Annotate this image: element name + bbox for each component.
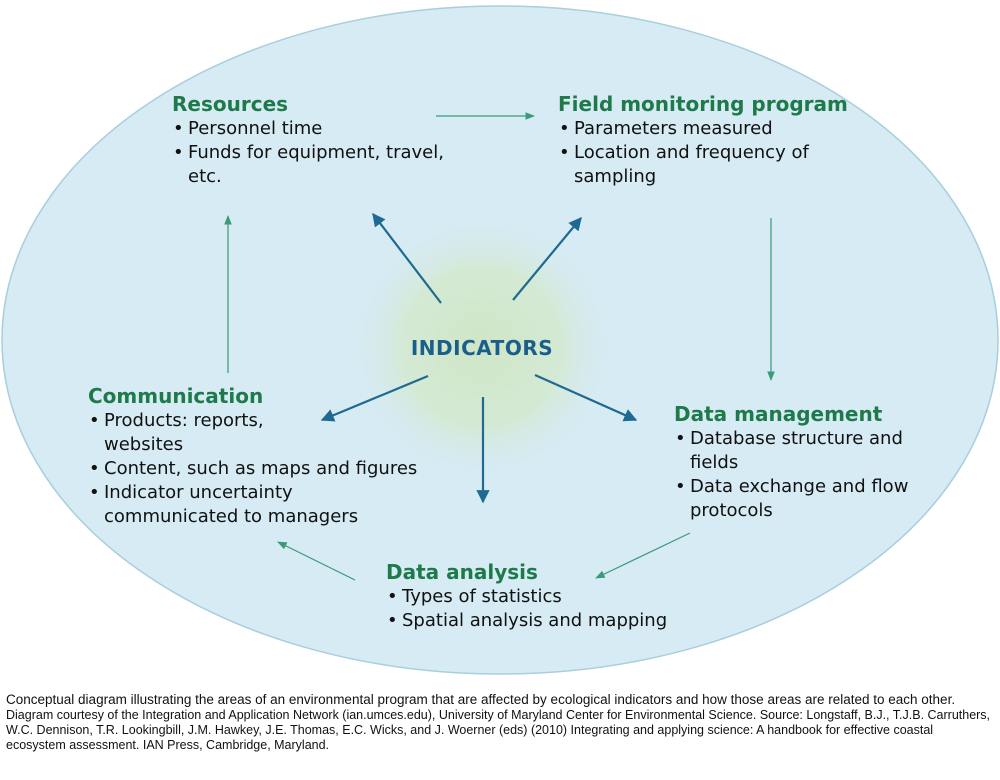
node-communication: Communication Products: reports, website… bbox=[88, 384, 417, 529]
node-resources: Resources Personnel time Funds for equip… bbox=[172, 92, 444, 189]
node-item: Types of statistics bbox=[386, 585, 667, 609]
node-title: Field monitoring program bbox=[558, 92, 848, 116]
indicators-label: INDICATORS bbox=[410, 336, 554, 360]
indicator-arrow-to-resources bbox=[372, 212, 442, 304]
node-item: Spatial analysis and mapping bbox=[386, 609, 667, 633]
node-item: Products: reports, bbox=[88, 409, 417, 433]
node-field-monitoring: Field monitoring program Parameters meas… bbox=[558, 92, 848, 189]
node-item: Funds for equipment, travel, bbox=[172, 141, 444, 165]
cycle-arrow-data-management-to-data-analysis bbox=[595, 532, 691, 579]
node-item: Database structure and bbox=[674, 427, 908, 451]
node-item: Indicator uncertainty bbox=[88, 481, 417, 505]
node-data-management: Data management Database structure and f… bbox=[674, 402, 908, 523]
node-item: etc. bbox=[188, 166, 222, 187]
caption-credit: Diagram courtesy of the Integration and … bbox=[6, 708, 991, 752]
node-item: Content, such as maps and figures bbox=[88, 457, 417, 481]
node-item: Data exchange and flow bbox=[674, 475, 908, 499]
node-item: Personnel time bbox=[172, 117, 444, 141]
node-title: Resources bbox=[172, 92, 289, 116]
figure-caption: Conceptual diagram illustrating the area… bbox=[6, 692, 994, 753]
node-title: Data analysis bbox=[386, 560, 538, 584]
caption-main: Conceptual diagram illustrating the area… bbox=[6, 692, 956, 707]
node-item: websites bbox=[104, 434, 184, 455]
node-title: Data management bbox=[674, 402, 883, 426]
node-item: protocols bbox=[690, 500, 773, 521]
node-item: Location and frequency of bbox=[558, 141, 848, 165]
node-item: communicated to managers bbox=[104, 506, 359, 527]
node-item: sampling bbox=[574, 166, 657, 187]
cycle-arrow-data-analysis-to-communication bbox=[277, 541, 356, 581]
node-item: Parameters measured bbox=[558, 117, 848, 141]
node-item: fields bbox=[690, 452, 739, 473]
node-title: Communication bbox=[88, 384, 264, 408]
indicator-arrow-to-data-management bbox=[534, 373, 638, 422]
node-data-analysis: Data analysis Types of statistics Spatia… bbox=[386, 560, 667, 633]
indicator-arrow-to-field bbox=[512, 216, 582, 301]
